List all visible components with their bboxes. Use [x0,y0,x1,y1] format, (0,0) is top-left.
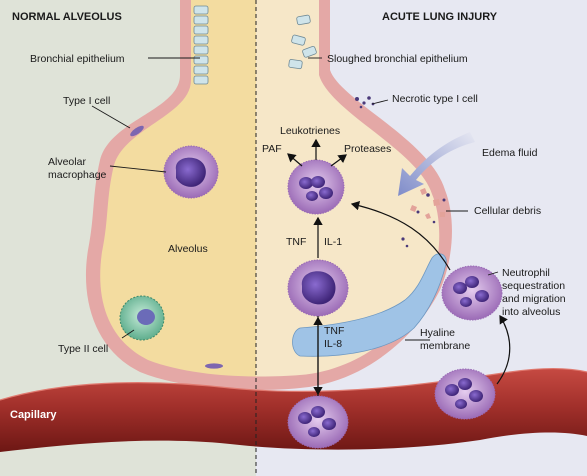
label-leukotrienes: Leukotrienes [280,125,340,137]
edema-fluid-arrow [398,132,475,196]
heading-normal-alveolus: NORMAL ALVEOLUS [12,11,122,23]
label-neutrophil-3: and migration [502,293,566,305]
leader-lines [91,57,499,341]
label-il8: IL-8 [324,338,342,350]
label-alveolar-macrophage-1: Alveolar [48,156,86,168]
type1-cell-nucleus-lower [205,363,223,369]
label-type1-cell: Type I cell [63,95,110,107]
label-hyaline-1: Hyaline [420,327,455,339]
label-paf: PAF [262,143,282,155]
heading-acute-lung-injury: ACUTE LUNG INJURY [382,11,498,23]
label-neutrophil-4: into alveolus [502,306,560,318]
label-cellular-debris: Cellular debris [474,205,541,217]
neutrophil-capillary-right [434,368,496,420]
label-proteases: Proteases [344,143,391,155]
label-edema-fluid: Edema fluid [482,147,538,159]
label-alveolar-macrophage-2: macrophage [48,169,107,181]
label-capillary: Capillary [10,409,57,421]
label-sloughed-epithelium: Sloughed bronchial epithelium [327,53,468,65]
activated-macrophage [287,259,349,317]
label-neutrophil-1: Neutrophil [502,267,550,279]
label-type2-cell: Type II cell [58,343,108,355]
type2-cell [119,295,165,341]
process-arrows [287,138,511,396]
label-bronchial-epithelium: Bronchial epithelium [30,53,125,65]
label-hyaline-2: membrane [420,340,470,352]
label-il1: IL-1 [324,236,342,248]
label-tnf-lower: TNF [324,325,344,337]
label-necrotic-type1: Necrotic type I cell [392,93,478,105]
sloughed-epithelium-cells [288,14,317,70]
alveolar-macrophage [163,145,219,199]
neutrophil-migrating [441,265,503,321]
label-neutrophil-2: sequestration [502,280,565,292]
cellular-debris [401,188,446,248]
necrotic-cell-debris [355,96,375,109]
label-alveolus: Alveolus [168,243,208,255]
neutrophil-capillary-center [287,395,349,449]
label-tnf-upper: TNF [286,236,306,248]
bronchial-epithelium-cells [193,5,209,85]
type1-cell-nucleus [130,125,144,137]
neutrophil-center [287,159,345,215]
